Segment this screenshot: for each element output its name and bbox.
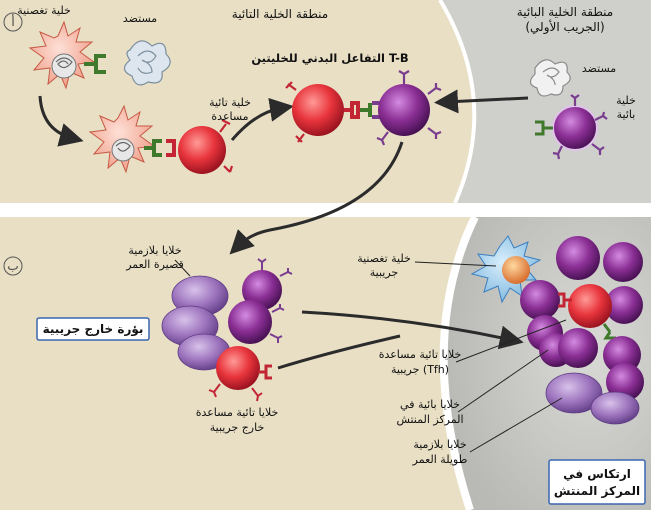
follicular-helper-t-cell-icon xyxy=(558,284,616,340)
arrow-to-panel-b xyxy=(229,141,404,255)
short-lived-plasma-cell-icon xyxy=(161,275,231,371)
helper-t-label-line1: خلية تائية xyxy=(209,96,251,109)
mhc-tcr-complex-icon xyxy=(144,139,176,157)
panel-b-letter-badge xyxy=(3,256,23,276)
arrow-b-to-germinal-center xyxy=(301,310,524,350)
extrafollicular-focus-box xyxy=(36,317,150,341)
gc-reaction-label-line1: ارتكاس في xyxy=(563,467,631,481)
b-zone-region xyxy=(440,0,651,203)
germinal-center-b-cell-icon xyxy=(605,286,643,324)
panel-a: أ منطقة الخلية التائية منطقة الخلية البا… xyxy=(0,0,651,204)
panel-b-letter: ب xyxy=(7,259,18,273)
helper-t-label-line2: مساعدة xyxy=(211,110,248,123)
t-zone-header: منطقة الخلية التائية xyxy=(232,7,328,21)
gc-b-cells-label-line1: خلايا بائية في xyxy=(400,398,460,411)
germinal-center-b-cell-icon xyxy=(558,328,598,368)
antigen-icon xyxy=(529,59,571,97)
germinal-center-boundary xyxy=(439,215,479,512)
extrafollicular-helper-t-cell-icon xyxy=(208,346,272,402)
arrow-dc-to-complex xyxy=(38,95,84,147)
gc-b-cells-leader-line xyxy=(457,349,549,413)
antigen-icon xyxy=(123,40,171,86)
dendritic-cell-icon xyxy=(28,20,96,90)
follicular-dendritic-label-line2: جريبية xyxy=(370,266,398,279)
tb-receptor-complex-icon xyxy=(344,101,380,119)
germinal-center-b-cell-icon xyxy=(603,242,643,282)
germinal-center-b-cell-icon xyxy=(556,236,600,280)
follicular-dendritic-cell-icon xyxy=(470,235,542,304)
short-lived-plasma-label-line1: خلايا بلازمية xyxy=(128,244,181,257)
follicular-dendritic-leader-line xyxy=(414,261,497,267)
interaction-t-cell-icon xyxy=(285,81,344,143)
extrafollicular-helper-label-line2: خارج جريبية xyxy=(210,421,265,434)
germinal-center-b-cell-icon xyxy=(520,280,560,320)
arrow-t-to-germinal-center xyxy=(277,334,401,370)
follicular-dendritic-label-line1: خلية تغصنية xyxy=(357,252,411,265)
naive-b-cell-icon xyxy=(535,94,608,160)
panel-b: ب خلايا بلازمية قصيرة العمر xyxy=(0,141,651,512)
extrafollicular-b-cell-icon xyxy=(242,258,293,310)
arrow-to-tb-interaction xyxy=(230,97,294,141)
short-lived-plasma-leader-line xyxy=(174,259,191,277)
interaction-b-cell-icon xyxy=(376,70,442,146)
gc-b-cells-label-line2: المركز المنتش xyxy=(396,413,463,426)
b-cell-label-line1: خلية xyxy=(616,94,636,107)
antigen-label-1: مستضد xyxy=(123,12,157,25)
long-lived-plasma-label-line2: طويلة العمر xyxy=(412,453,468,466)
gc-reaction-label-line2: المركز المنتش xyxy=(554,484,640,498)
tfh-label-line1: خلايا تائية مساعدة xyxy=(379,348,462,361)
tfh-label-line2: جريبية (Tfh) xyxy=(391,363,449,376)
panel-a-letter: أ xyxy=(11,14,14,29)
dendritic-cell-icon xyxy=(88,104,156,174)
arrow-b-cell-migration xyxy=(434,89,529,114)
extrafollicular-helper-label-line1: خلايا تائية مساعدة xyxy=(196,406,279,419)
short-lived-plasma-label-line2: قصيرة العمر xyxy=(125,258,184,271)
b-zone-header-line1: منطقة الخلية البائية xyxy=(517,5,613,19)
b-zone-header-line2: (الجريب الأولي) xyxy=(525,19,604,35)
dendritic-cell-label: خلية تغصنية xyxy=(17,4,71,17)
tfh-leader-line xyxy=(455,319,567,363)
mhc-receptor-icon xyxy=(84,54,106,74)
panel-separator xyxy=(0,203,651,217)
antigen-label-2: مستضد xyxy=(582,62,616,75)
helper-t-cell-icon xyxy=(178,119,234,174)
germinal-center-b-cell-icon xyxy=(606,363,644,401)
germinal-center-reaction-box xyxy=(548,459,646,505)
long-lived-plasma-leader-line xyxy=(469,397,563,453)
extrafollicular-focus-label: بؤرة خارج جريبية xyxy=(43,322,144,337)
b-cell-label-line2: بائية xyxy=(617,108,636,121)
tb-interaction-label: التفاعل البدني للخليتين T-B xyxy=(251,51,408,65)
long-lived-plasma-cell-icon xyxy=(545,372,640,425)
panel-a-letter-badge xyxy=(3,12,23,32)
extrafollicular-b-cell-icon xyxy=(228,300,285,344)
long-lived-plasma-label-line1: خلايا بلازمية xyxy=(413,438,466,451)
